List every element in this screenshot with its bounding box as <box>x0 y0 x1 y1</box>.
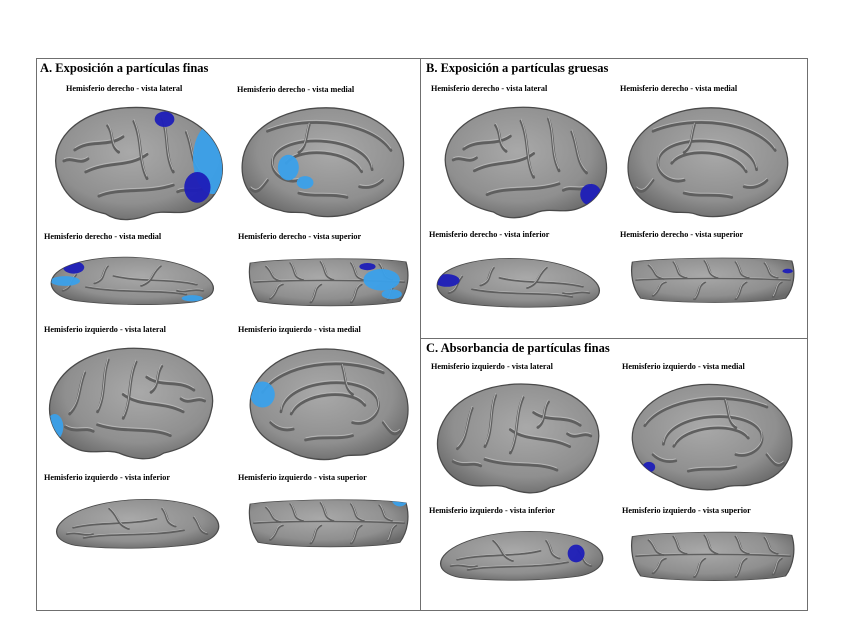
brain-a-right-lateral-highlight-2 <box>184 172 211 203</box>
panel-c-title: C. Absorbancia de partículas finas <box>426 341 610 355</box>
panel-b-label-3: Hemisferio derecho - vista inferior <box>429 230 550 239</box>
panel-a-label-5: Hemisferio izquierdo - vista lateral <box>44 325 166 334</box>
brain-a-left-lateral-highlight-1 <box>49 414 64 440</box>
brain-a-left-superior-highlight-1 <box>391 499 408 507</box>
brain-a-right-superior-highlight-1 <box>363 269 400 291</box>
panel-b-title: B. Exposición a partículas gruesas <box>426 61 609 75</box>
brain-a-left-lateral <box>44 336 226 466</box>
brain-a-right-medial-highlight-1 <box>277 154 299 181</box>
brain-a-right-lateral-highlight-4 <box>221 174 223 197</box>
panel-a-label-8: Hemisferio izquierdo - vista superior <box>238 473 367 482</box>
panel-a-label-6: Hemisferio izquierdo - vista medial <box>238 325 361 334</box>
brain-a-right-lateral-highlight-3 <box>154 111 175 127</box>
panel-a-label-4: Hemisferio derecho - vista superior <box>238 232 362 241</box>
panel-c-label-3: Hemisferio izquierdo - vista inferior <box>429 506 555 515</box>
brain-a-right-superior-highlight-3 <box>381 289 402 299</box>
brain-a-right-superior-highlight-2 <box>359 263 376 271</box>
brain-c-left-medial <box>622 372 798 496</box>
panel-b-label-1: Hemisferio derecho - vista lateral <box>431 84 548 93</box>
brain-a-right-lateral <box>42 95 228 227</box>
panel-a-title: A. Exposición a partículas finas <box>40 61 209 75</box>
brain-c-left-superior <box>622 518 798 592</box>
panel-divider-vertical <box>420 58 421 611</box>
brain-a-right-medial-2-highlight-3 <box>181 295 203 302</box>
brain-a-left-medial-highlight-1 <box>250 381 275 408</box>
brain-b-right-superior <box>622 245 798 313</box>
brain-a-right-medial-2-highlight-2 <box>51 276 81 286</box>
panel-c-label-2: Hemisferio izquierdo - vista medial <box>622 362 745 371</box>
brain-b-right-lateral <box>432 95 612 225</box>
brain-a-right-medial <box>236 95 414 223</box>
panel-a-label-2: Hemisferio derecho - vista medial <box>237 85 355 94</box>
panel-a-label-3: Hemisferio derecho - vista medial <box>44 232 162 241</box>
panel-divider-horizontal <box>420 338 808 339</box>
panel-a-label-1: Hemisferio derecho - vista lateral <box>66 84 183 93</box>
figure-frame <box>36 58 808 611</box>
brain-a-left-medial <box>240 336 414 466</box>
brain-a-right-superior <box>240 245 412 317</box>
panel-b-label-4: Hemisferio derecho - vista superior <box>620 230 744 239</box>
brain-c-left-lateral <box>432 372 612 500</box>
brain-a-left-superior <box>240 486 412 558</box>
panel-c-label-4: Hemisferio izquierdo - vista superior <box>622 506 751 515</box>
brain-b-right-superior-highlight-1 <box>782 268 793 274</box>
brain-c-left-inferior <box>430 518 610 594</box>
brain-a-right-medial-2 <box>44 244 224 318</box>
brain-c-left-inferior-highlight-1 <box>567 544 585 563</box>
brain-a-right-medial-highlight-2 <box>296 176 314 189</box>
brain-b-right-inferior-highlight-1 <box>437 274 460 287</box>
panel-b-label-2: Hemisferio derecho - vista medial <box>620 84 738 93</box>
brain-b-right-medial <box>622 95 798 223</box>
brain-a-left-inferior <box>46 486 226 562</box>
panel-c-label-1: Hemisferio izquierdo - vista lateral <box>431 362 553 371</box>
panel-a-label-7: Hemisferio izquierdo - vista inferior <box>44 473 170 482</box>
brain-a-right-medial-2-highlight-1 <box>63 261 85 274</box>
brain-b-right-inferior <box>430 245 610 321</box>
